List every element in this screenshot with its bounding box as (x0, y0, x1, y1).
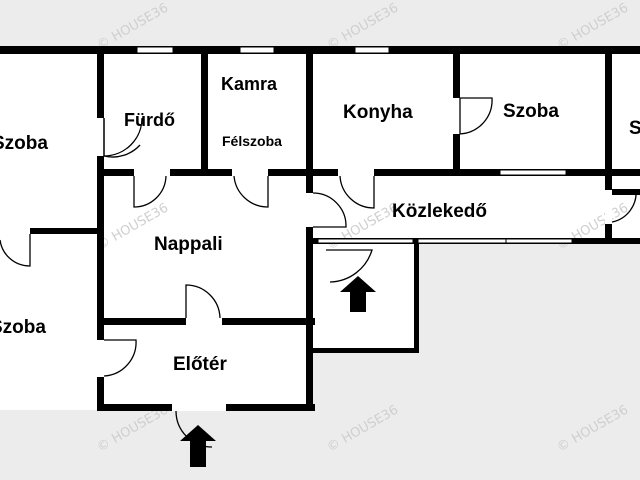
arrow-up-icon (340, 276, 376, 312)
room-label-szoba-left-top: Szoba (0, 133, 48, 154)
watermark: © HOUSE36 (325, 403, 401, 456)
room-label-szoba-left-bottom: Szoba (0, 317, 46, 338)
watermark: © HOUSE36 (555, 1, 631, 54)
watermark: © HOUSE36 (325, 1, 401, 54)
room-labels: Szoba Fürdő Kamra Félszoba Konyha Szoba … (0, 74, 640, 375)
room-label-szoba-mid: Szoba (503, 101, 559, 122)
floor-areas (0, 50, 640, 410)
watermark: © HOUSE36 (95, 1, 171, 54)
room-label-kozlekedo: Közlekedő (392, 201, 487, 222)
doors (0, 97, 637, 448)
arrow-up-icon (180, 425, 216, 467)
room-label-furdo: Fürdő (124, 110, 175, 130)
room-label-nappali: Nappali (154, 234, 223, 255)
room-label-szoba-right: S (629, 118, 640, 139)
room-label-eloter: Előtér (173, 354, 227, 375)
watermark: © HOUSE36 (555, 403, 631, 456)
room-label-felszoba: Félszoba (222, 133, 282, 149)
entrance-arrows (180, 276, 376, 467)
room-label-konyha: Konyha (343, 102, 413, 123)
room-label-kamra: Kamra (221, 74, 278, 94)
windows (97, 46, 573, 244)
